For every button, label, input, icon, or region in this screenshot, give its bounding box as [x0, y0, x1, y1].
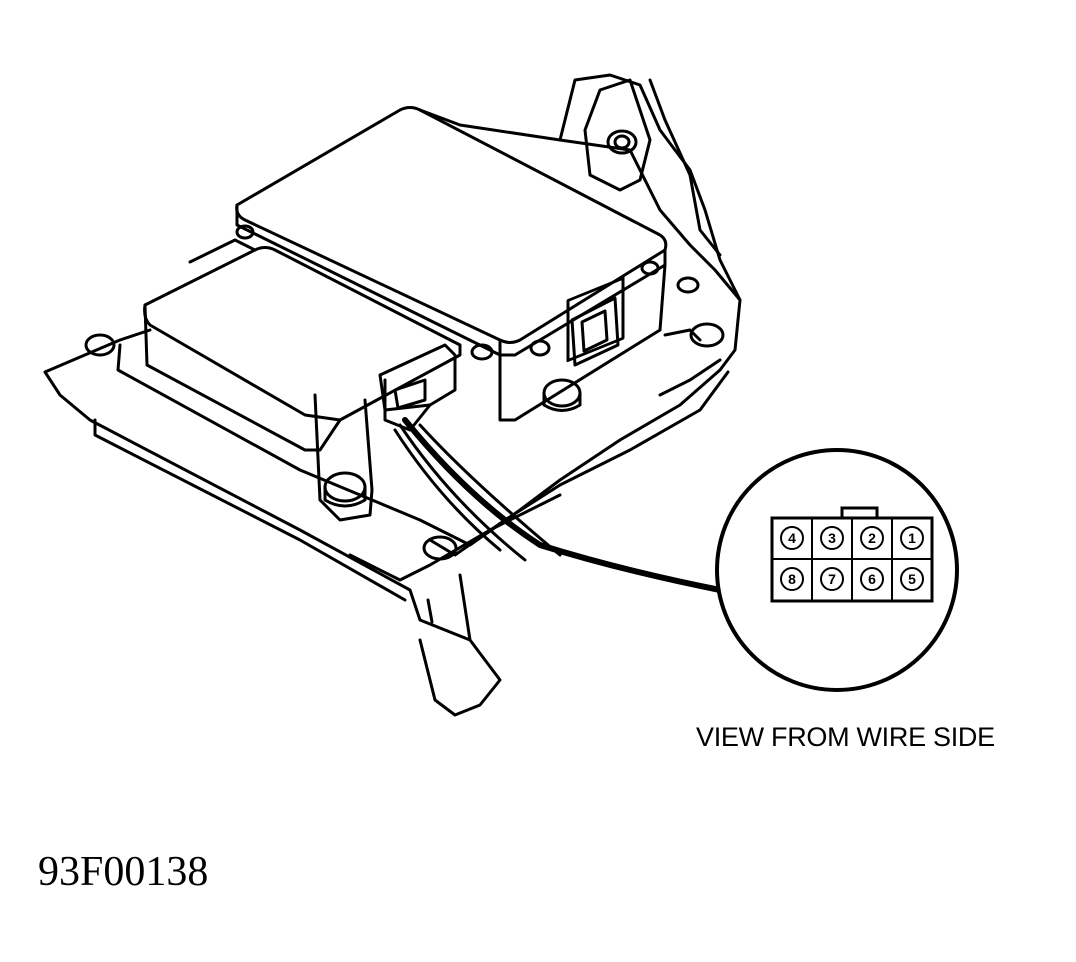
connector-pins: 4 3 2 1 8 7 6 5 — [780, 526, 924, 591]
pin-8-label: 8 — [788, 571, 796, 587]
pin-8-circle — [780, 567, 804, 591]
pin-1-label: 1 — [908, 530, 916, 546]
pin-4-circle — [780, 526, 804, 550]
connector-detail-magnifier: 4 3 2 1 8 7 6 5 — [715, 448, 959, 692]
pin-4-label: 4 — [788, 530, 796, 546]
wire-connector-plug — [378, 343, 457, 432]
lower-module-box — [143, 238, 462, 522]
pin-6-label: 6 — [868, 571, 876, 587]
figure-id-label: 93F00138 — [38, 849, 209, 895]
pin-7-label: 7 — [828, 571, 836, 587]
pin-5-label: 5 — [908, 571, 916, 587]
pin-6-circle — [860, 567, 884, 591]
mounting-bracket — [43, 73, 742, 717]
pin-3-circle — [820, 526, 844, 550]
mounting-bolts — [84, 276, 725, 561]
pin-7-circle — [820, 567, 844, 591]
connector-face — [770, 506, 934, 603]
pin-3-label: 3 — [828, 530, 836, 546]
wire-harness — [393, 417, 723, 593]
connector-view-caption: VIEW FROM WIRE SIDE — [696, 722, 995, 752]
pin-2-circle — [860, 526, 884, 550]
pin-2-label: 2 — [868, 530, 876, 546]
upper-module-box — [235, 106, 668, 422]
pin-5-circle — [900, 567, 924, 591]
pin-1-circle — [900, 526, 924, 550]
